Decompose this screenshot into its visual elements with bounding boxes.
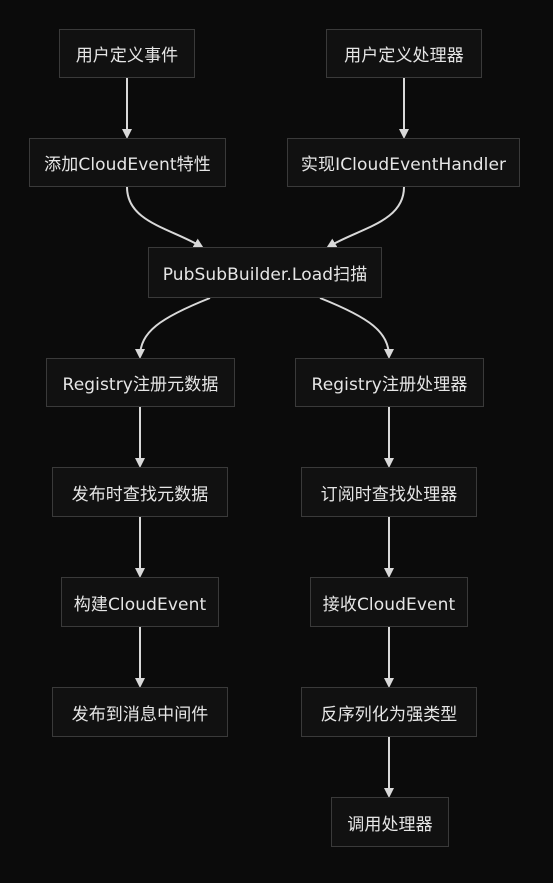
- edge-load-scan-to-registry-handler: [319, 297, 394, 359]
- node-build-event: 构建CloudEvent: [61, 577, 219, 627]
- node-subscribe-lookup: 订阅时查找处理器: [301, 467, 477, 517]
- node-publish-middleware: 发布到消息中间件: [52, 687, 228, 737]
- node-user-handler: 用户定义处理器: [326, 29, 482, 78]
- node-deserialize: 反序列化为强类型: [301, 687, 477, 737]
- node-publish-lookup: 发布时查找元数据: [52, 467, 228, 517]
- edge-add-attribute-to-load-scan: [126, 186, 204, 249]
- node-registry-metadata: Registry注册元数据: [46, 358, 235, 407]
- node-add-attribute: 添加CloudEvent特性: [29, 138, 226, 187]
- node-user-event: 用户定义事件: [59, 29, 195, 78]
- edge-load-scan-to-registry-metadata: [135, 297, 211, 359]
- node-load-scan: PubSubBuilder.Load扫描: [148, 247, 382, 298]
- edge-implement-handler-to-load-scan: [326, 186, 405, 249]
- node-invoke-handler: 调用处理器: [331, 797, 449, 847]
- node-registry-handler: Registry注册处理器: [295, 358, 484, 407]
- node-implement-handler: 实现ICloudEventHandler: [287, 138, 520, 187]
- node-receive-event: 接收CloudEvent: [310, 577, 468, 627]
